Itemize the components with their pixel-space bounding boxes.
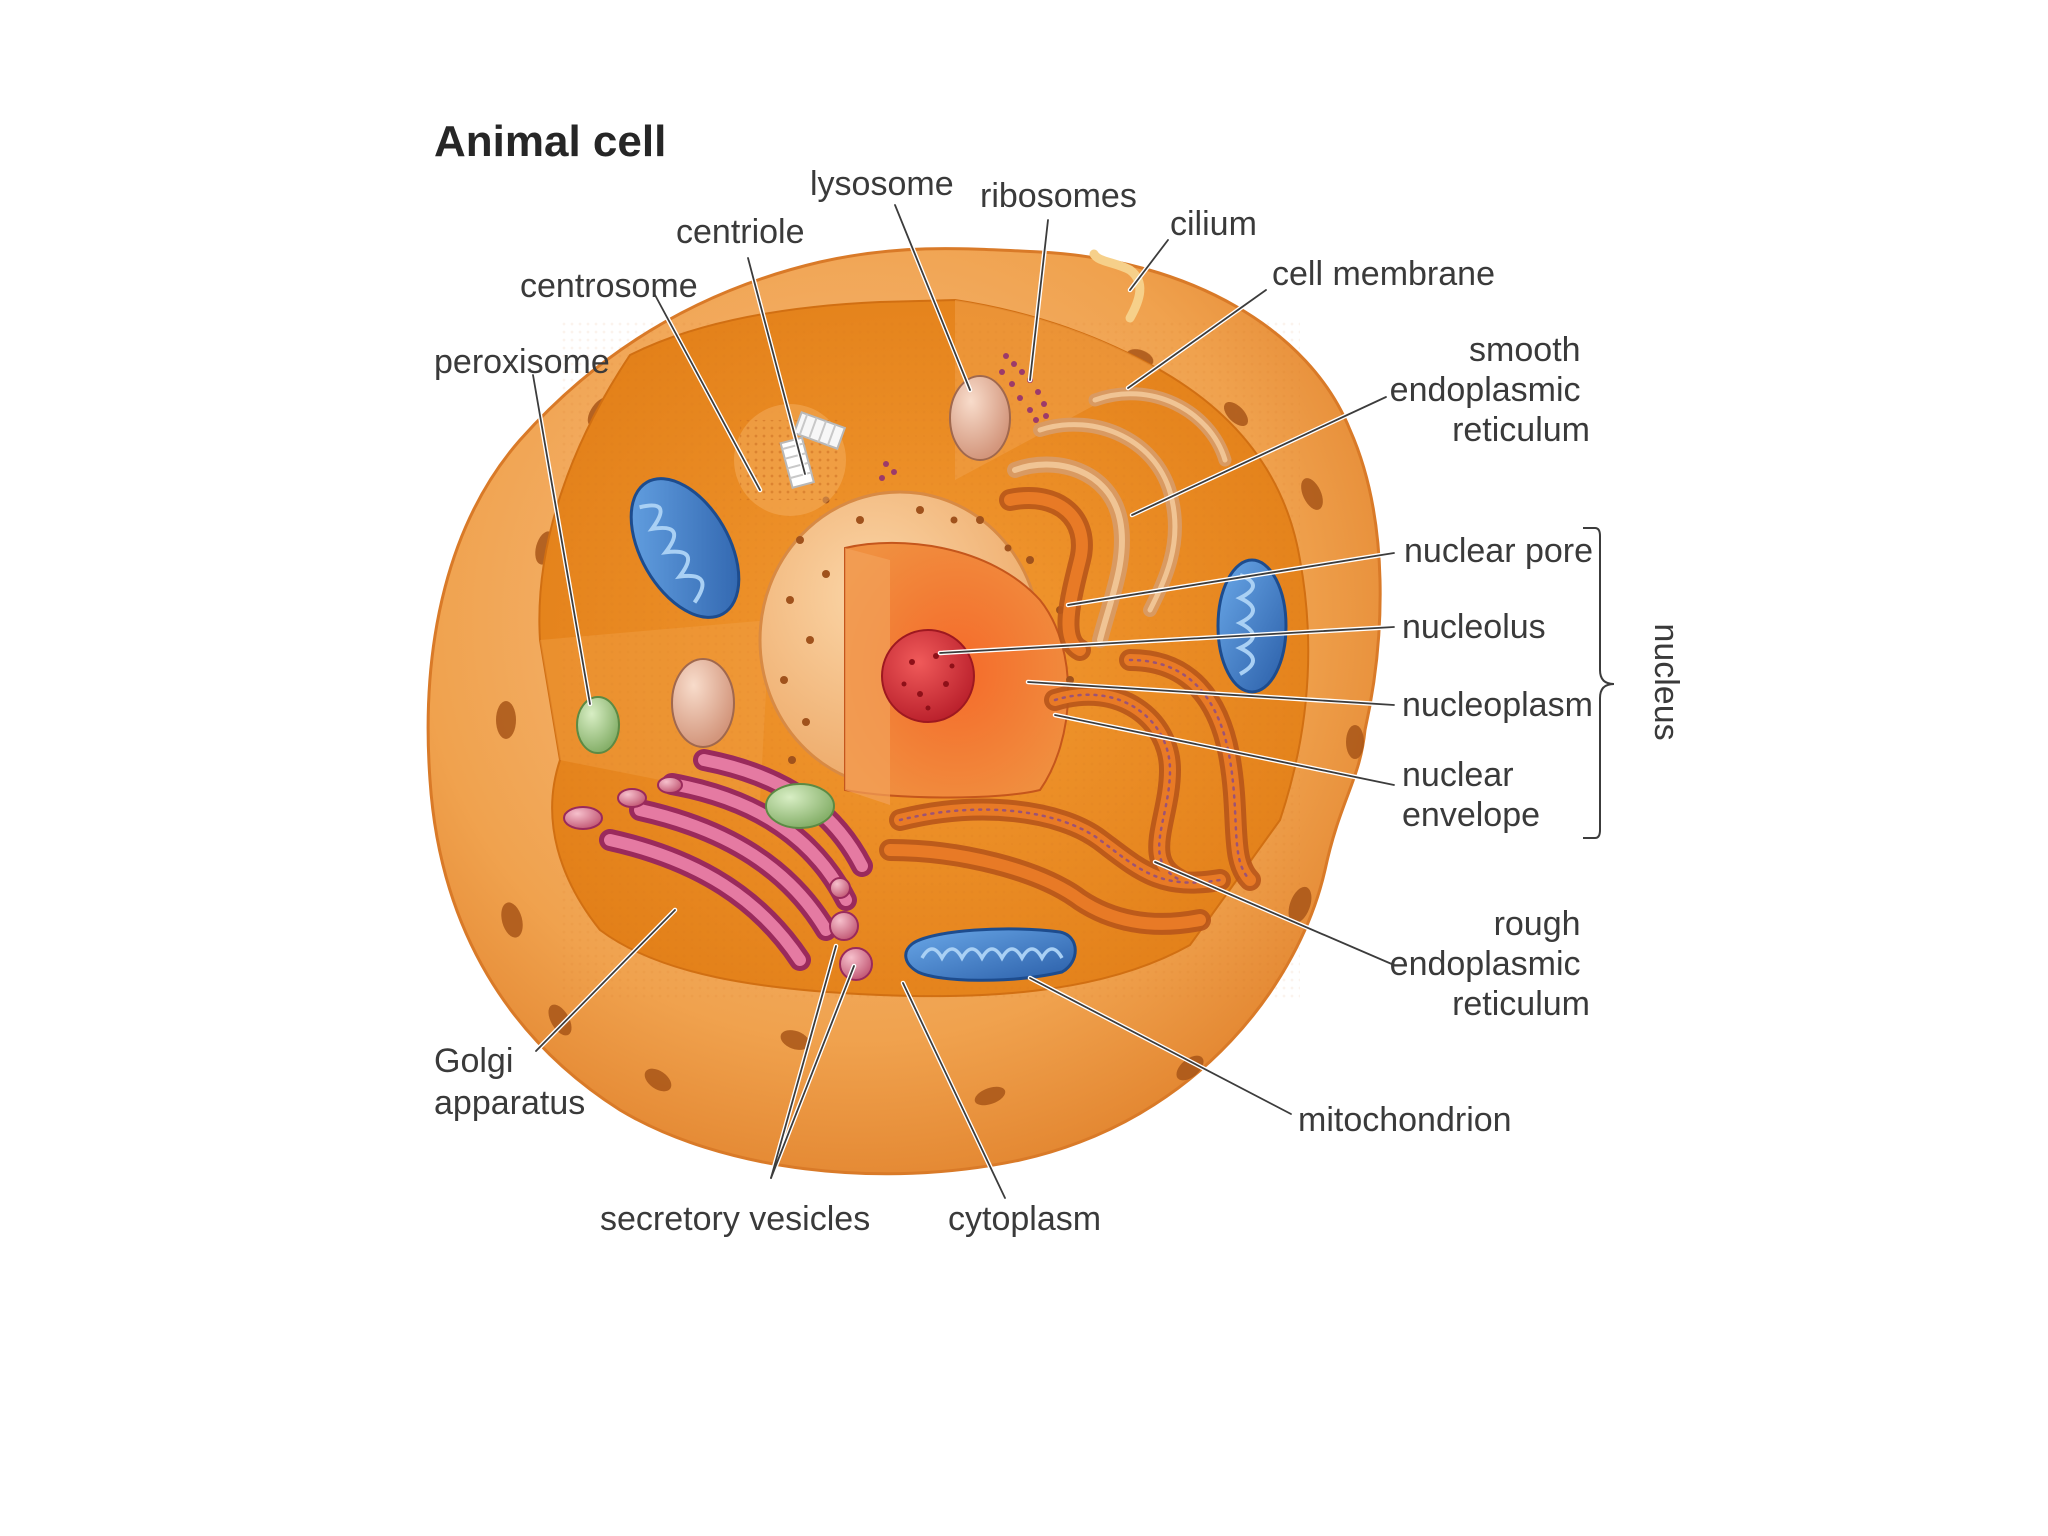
leader-centriole	[747, 257, 806, 475]
label-nuclear-pore: nuclear pore	[1404, 532, 1593, 570]
leader-nucleoplasm	[1027, 681, 1395, 706]
label-nuclear-envelope: nuclear envelope	[1402, 756, 1540, 834]
peroxisome-left	[576, 696, 620, 754]
label-secretory-vesicles: secretory vesicles	[600, 1200, 870, 1238]
cilium	[1089, 249, 1145, 323]
peroxisome-center	[765, 783, 835, 829]
lysosome-left	[671, 658, 735, 748]
leader-peroxisome	[532, 374, 591, 705]
leader-golgi	[535, 909, 676, 1052]
leader-cilium	[1129, 239, 1169, 291]
leader-centrosome	[654, 294, 761, 491]
label-cell-membrane: cell membrane	[1272, 255, 1495, 293]
label-nucleoplasm: nucleoplasm	[1402, 686, 1593, 724]
label-nucleus-group: nucleus	[1647, 623, 1685, 740]
leader-nuclear-envelope	[1054, 714, 1395, 786]
label-golgi-apparatus: Golgi apparatus	[434, 1042, 585, 1122]
smooth-endoplasmic-reticulum	[1007, 387, 1232, 648]
label-nucleolus: nucleolus	[1402, 608, 1546, 646]
label-centriole: centriole	[676, 213, 805, 251]
leader-lysosome	[894, 204, 971, 391]
label-smooth-er: smooth endoplasmic reticulum	[1390, 331, 1590, 449]
leader-cytoplasm	[902, 982, 1006, 1199]
leader-rough-er	[1154, 861, 1395, 966]
diagram-title: Animal cell	[434, 117, 666, 166]
label-ribosomes: ribosomes	[980, 177, 1137, 215]
leader-cell-membrane	[1127, 289, 1267, 389]
label-peroxisome: peroxisome	[434, 343, 610, 381]
mitochondrion-right	[1216, 558, 1288, 694]
label-centrosome: centrosome	[520, 267, 698, 305]
nucleus	[758, 490, 1074, 805]
leader-secretory-vesicles-a	[770, 945, 837, 1179]
leader-mitochondrion	[1029, 977, 1292, 1115]
label-lysosome: lysosome	[810, 165, 954, 203]
leader-ribosomes	[1029, 219, 1049, 381]
label-rough-er: rough endoplasmic reticulum	[1390, 905, 1590, 1023]
cell	[426, 247, 1382, 1176]
rough-endoplasmic-reticulum	[879, 487, 1261, 935]
secretory-vesicles	[829, 877, 873, 981]
nucleolus	[881, 629, 975, 723]
mitochondrion-left	[629, 477, 741, 619]
label-cilium: cilium	[1170, 205, 1257, 243]
leader-lines	[530, 202, 1397, 1201]
leader-smooth-er	[1131, 396, 1387, 516]
leader-secretory-vesicles-b	[770, 965, 855, 1179]
leader-nucleolus	[939, 626, 1395, 654]
label-mitochondrion: mitochondrion	[1298, 1101, 1512, 1139]
leader-nuclear-pore	[1067, 552, 1395, 606]
label-cytoplasm: cytoplasm	[948, 1200, 1101, 1238]
nucleus-bracket	[1583, 527, 1615, 839]
mitochondrion-bottom	[904, 927, 1077, 982]
lysosome-top	[949, 375, 1011, 461]
